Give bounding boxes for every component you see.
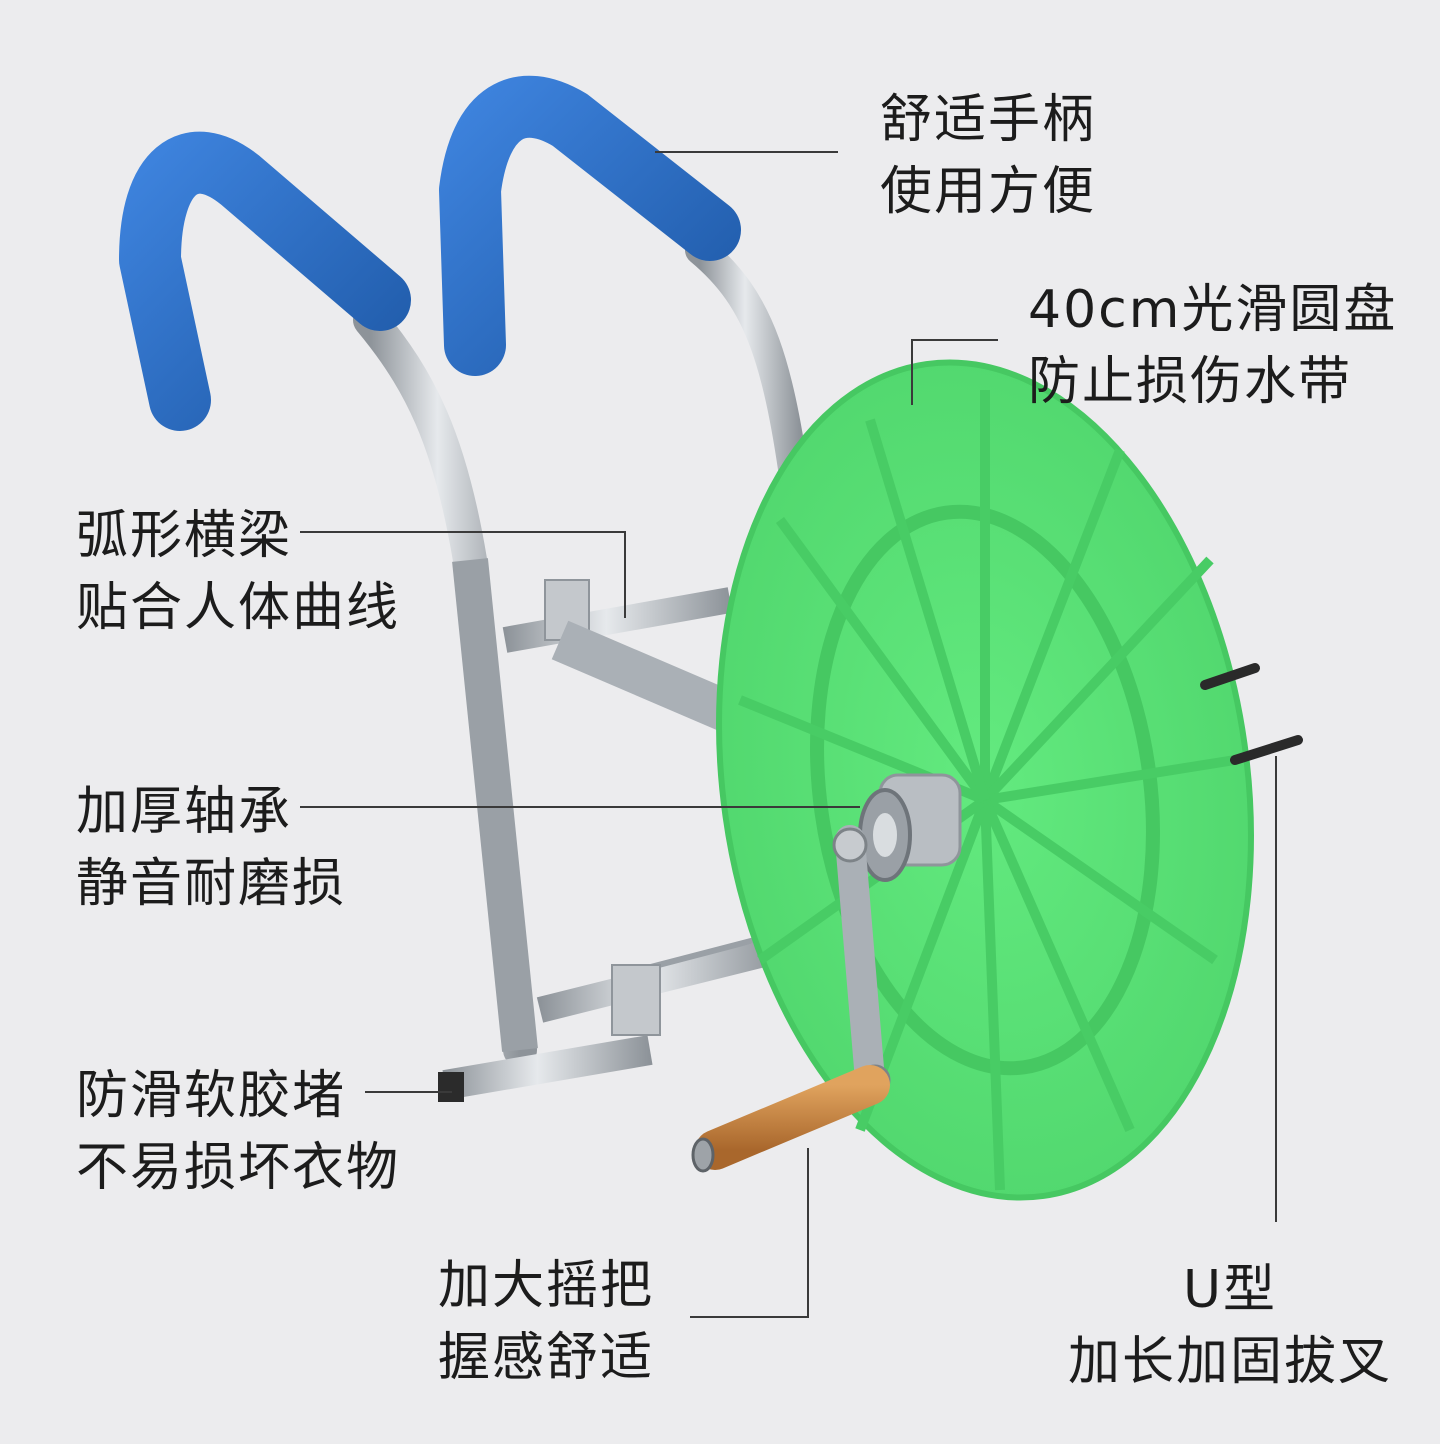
callout-disc-line1: 40cm光滑圆盘 [1028, 280, 1398, 340]
callout-handle-line1: 舒适手柄 [880, 90, 1097, 150]
callout-crank: 加大摇把 握感舒适 [438, 1250, 654, 1394]
callout-bearing: 加厚轴承 静音耐磨损 [76, 776, 346, 920]
callout-handle: 舒适手柄 使用方便 [880, 84, 1096, 228]
u-fork [1200, 663, 1303, 765]
callout-beam: 弧形横梁 贴合人体曲线 [76, 500, 400, 644]
rubber-foot-cap [438, 1072, 464, 1102]
callout-handle-line2: 使用方便 [880, 162, 1097, 222]
callout-foot: 防滑软胶堵 不易损坏衣物 [76, 1060, 400, 1204]
callout-disc-line2: 防止损伤水带 [1028, 352, 1353, 412]
crank [691, 825, 891, 1173]
callout-foot-line1: 防滑软胶堵 [76, 1066, 347, 1126]
handle-grips [119, 75, 741, 431]
callout-crank-line2: 握感舒适 [438, 1328, 655, 1388]
wooden-crank-grip [695, 1065, 890, 1170]
callout-fork-line2: 加长加固拔叉 [1067, 1332, 1392, 1392]
callout-beam-line1: 弧形横梁 [76, 506, 293, 566]
leader-lines [300, 151, 1277, 1318]
callout-bearing-line2: 静音耐磨损 [76, 854, 347, 914]
callout-disc: 40cm光滑圆盘 防止损伤水带 [1028, 274, 1397, 418]
callout-fork-line1: U型 [1182, 1260, 1278, 1320]
callout-foot-line2: 不易损坏衣物 [76, 1138, 401, 1198]
green-disc [716, 359, 1254, 1201]
callout-crank-line1: 加大摇把 [438, 1256, 655, 1316]
callout-bearing-line1: 加厚轴承 [76, 782, 293, 842]
callout-beam-line2: 贴合人体曲线 [76, 578, 401, 638]
callout-fork: U型 加长加固拔叉 [1060, 1254, 1400, 1398]
bearing [858, 773, 962, 882]
